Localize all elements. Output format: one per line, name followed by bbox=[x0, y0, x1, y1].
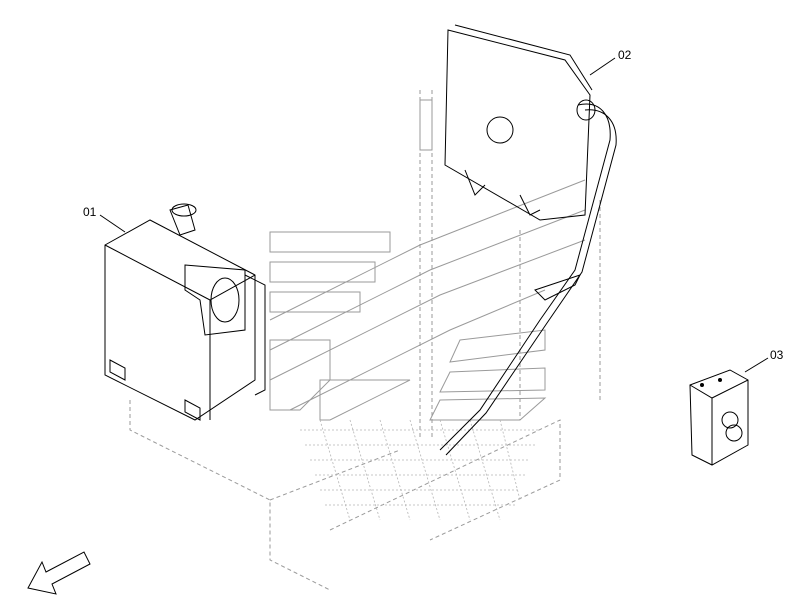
callout-03[interactable]: 03 bbox=[770, 348, 784, 362]
floor-grid bbox=[300, 419, 540, 521]
part-02-radiator[interactable] bbox=[419, 24, 617, 456]
callout-01[interactable]: 01 bbox=[83, 205, 97, 219]
part-03-box[interactable] bbox=[689, 369, 749, 466]
arrow-icon bbox=[27, 551, 91, 595]
callout-02[interactable]: 02 bbox=[618, 48, 632, 62]
part-01-tank[interactable] bbox=[104, 203, 266, 421]
frame-outline bbox=[129, 90, 601, 591]
leader-lines bbox=[99, 57, 769, 373]
